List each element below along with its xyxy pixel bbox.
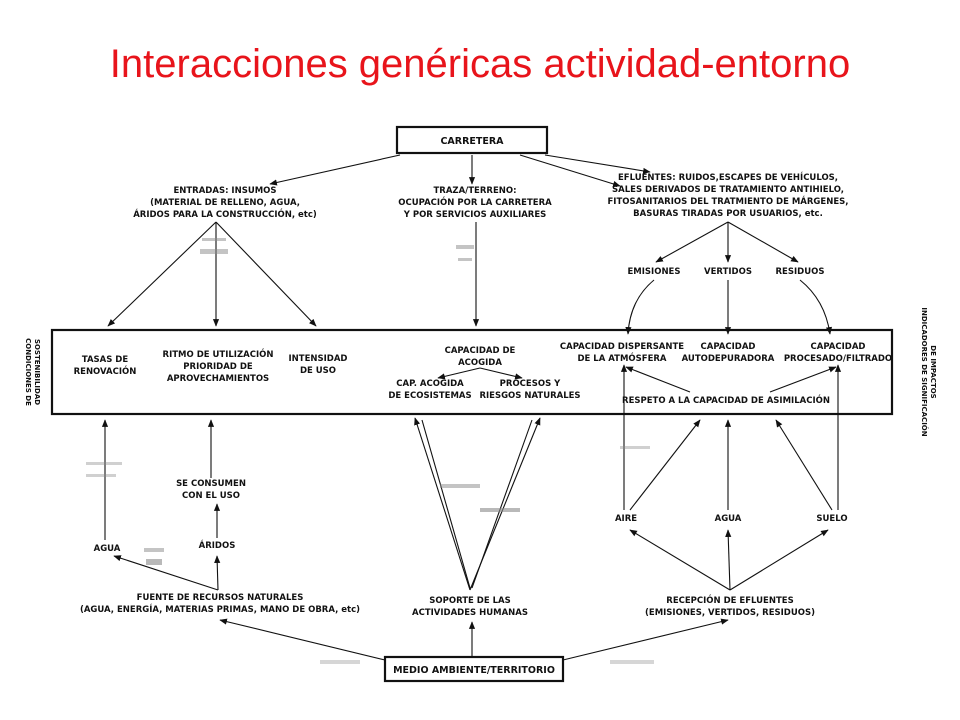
sustainability-frame: [50, 328, 894, 416]
ritmo-node: RITMO DE UTILIZACIÓN PRIORIDAD DE APROVE…: [163, 348, 274, 384]
svg-text:SOSTENIBILIDAD: SOSTENIBILIDAD: [33, 339, 41, 405]
carretera-box: [395, 125, 549, 155]
page-title: Interacciones genéricas actividad-entorn…: [109, 42, 851, 86]
svg-text:PROCESADO/FILTRADO: PROCESADO/FILTRADO: [784, 354, 892, 364]
svg-text:CAPACIDAD: CAPACIDAD: [701, 342, 756, 352]
svg-text:CAP. ACOGIDA: CAP. ACOGIDA: [396, 379, 464, 389]
procesos-node: PROCESOS Y RIESGOS NATURALES: [479, 379, 580, 401]
svg-text:CAPACIDAD: CAPACIDAD: [811, 342, 866, 352]
svg-text:DE ECOSISTEMAS: DE ECOSISTEMAS: [388, 391, 471, 401]
capacidad-acogida-node: CAPACIDAD DE ACOGIDA: [445, 346, 516, 368]
svg-text:PRIORIDAD DE: PRIORIDAD DE: [183, 362, 253, 372]
vertidos-label: VERTIDOS: [704, 267, 752, 277]
aire-label: AIRE: [615, 514, 637, 524]
tasas-node: TASAS DE RENOVACIÓN: [74, 355, 137, 377]
traza-line: TRAZA/TERRENO:: [433, 186, 516, 196]
entradas-node: ENTRADAS: INSUMOS (MATERIAL DE RELLENO, …: [133, 186, 317, 220]
efluentes-line: FITOSANITARIOS DEL TRATMIENTO DE MÁRGENE…: [608, 195, 849, 207]
cap-autodepuradora-node: CAPACIDAD AUTODEPURADORA: [682, 342, 775, 364]
svg-text:DE IMPACTOS: DE IMPACTOS: [929, 345, 937, 398]
svg-text:CON EL USO: CON EL USO: [182, 491, 240, 501]
scan-smudges: [86, 238, 654, 664]
svg-text:SOPORTE DE LAS: SOPORTE DE LAS: [429, 596, 510, 606]
svg-text:RECEPCIÓN DE EFLUENTES: RECEPCIÓN DE EFLUENTES: [666, 594, 793, 606]
svg-text:ACTIVIDADES HUMANAS: ACTIVIDADES HUMANAS: [412, 608, 528, 618]
cap-dispersante-node: CAPACIDAD DISPERSANTE DE LA ATMÓSFERA: [560, 342, 684, 364]
svg-text:FUENTE DE RECURSOS NATURALES: FUENTE DE RECURSOS NATURALES: [137, 593, 304, 603]
svg-text:AUTODEPURADORA: AUTODEPURADORA: [682, 354, 775, 364]
efluentes-line: SALES DERIVADOS DE TRATAMIENTO ANTIHIELO…: [612, 185, 844, 195]
svg-text:DE USO: DE USO: [300, 366, 336, 376]
svg-text:(EMISIONES, VERTIDOS, RESIDUOS: (EMISIONES, VERTIDOS, RESIDUOS): [645, 608, 815, 618]
recepcion-node: RECEPCIÓN DE EFLUENTES (EMISIONES, VERTI…: [645, 594, 815, 618]
entradas-line: (MATERIAL DE RELLENO, AGUA,: [150, 198, 300, 208]
svg-text:TASAS DE: TASAS DE: [82, 355, 129, 365]
suelo-label: SUELO: [816, 514, 847, 524]
left-side-label: CONDICIONES DE SOSTENIBILIDAD: [24, 338, 41, 406]
traza-line: Y POR SERVICIOS AUXILIARES: [403, 210, 547, 220]
right-side-label: INDICADORES DE SIGNIFICACIÓN DE IMPACTOS: [920, 307, 937, 436]
entradas-line: ENTRADAS: INSUMOS: [173, 186, 276, 196]
medio-ambiente-label: MEDIO AMBIENTE/TERRITORIO: [393, 665, 555, 676]
svg-text:SE CONSUMEN: SE CONSUMEN: [176, 479, 246, 489]
medio-ambiente-box: [383, 655, 565, 683]
svg-text:CAPACIDAD DE: CAPACIDAD DE: [445, 346, 516, 356]
svg-text:PROCESOS Y: PROCESOS Y: [500, 379, 561, 389]
se-consumen-node: SE CONSUMEN CON EL USO: [176, 479, 246, 501]
efluentes-line: BASURAS TIRADAS POR USUARIOS, etc.: [633, 209, 823, 219]
cap-procesado-node: CAPACIDAD PROCESADO/FILTRADO: [784, 342, 892, 364]
respeto-label: RESPETO A LA CAPACIDAD DE ASIMILACIÓN: [622, 394, 830, 406]
efluentes-node: EFLUENTES: RUIDOS,ESCAPES DE VEHÍCULOS, …: [608, 171, 849, 219]
fuente-node: FUENTE DE RECURSOS NATURALES (AGUA, ENER…: [80, 593, 360, 615]
residuos-label: RESIDUOS: [776, 267, 825, 277]
traza-node: TRAZA/TERRENO: OCUPACIÓN POR LA CARRETER…: [398, 186, 552, 220]
svg-text:INDICADORES DE SIGNIFICACIÓN: INDICADORES DE SIGNIFICACIÓN: [920, 307, 929, 436]
traza-line: OCUPACIÓN POR LA CARRETERA: [398, 196, 552, 208]
svg-text:CAPACIDAD DISPERSANTE: CAPACIDAD DISPERSANTE: [560, 342, 684, 352]
svg-text:APROVECHAMIENTOS: APROVECHAMIENTOS: [167, 374, 269, 384]
cap-ecosistemas-node: CAP. ACOGIDA DE ECOSISTEMAS: [388, 379, 471, 401]
agua-right-label: AGUA: [715, 514, 742, 524]
soporte-node: SOPORTE DE LAS ACTIVIDADES HUMANAS: [412, 596, 528, 618]
svg-text:RENOVACIÓN: RENOVACIÓN: [74, 365, 137, 377]
svg-text:DE LA ATMÓSFERA: DE LA ATMÓSFERA: [577, 352, 666, 364]
intensidad-node: INTENSIDAD DE USO: [289, 354, 348, 376]
efluentes-line: EFLUENTES: RUIDOS,ESCAPES DE VEHÍCULOS,: [618, 171, 838, 183]
svg-text:ACOGIDA: ACOGIDA: [458, 358, 502, 368]
connector-lines: [101, 154, 842, 661]
agua-left-label: AGUA: [94, 544, 121, 554]
svg-text:RITMO DE UTILIZACIÓN: RITMO DE UTILIZACIÓN: [163, 348, 274, 360]
svg-text:RIESGOS NATURALES: RIESGOS NATURALES: [479, 391, 580, 401]
svg-text:(AGUA, ENERGÍA, MATERIAS PRIMA: (AGUA, ENERGÍA, MATERIAS PRIMAS, MANO DE…: [80, 603, 360, 615]
emisiones-label: EMISIONES: [628, 267, 681, 277]
carretera-label: CARRETERA: [440, 136, 504, 147]
aridos-label: ÁRIDOS: [199, 539, 236, 551]
entradas-line: ÁRIDOS PARA LA CONSTRUCCIÓN, etc): [133, 208, 317, 220]
svg-text:CONDICIONES DE: CONDICIONES DE: [24, 338, 32, 406]
svg-text:INTENSIDAD: INTENSIDAD: [289, 354, 348, 364]
